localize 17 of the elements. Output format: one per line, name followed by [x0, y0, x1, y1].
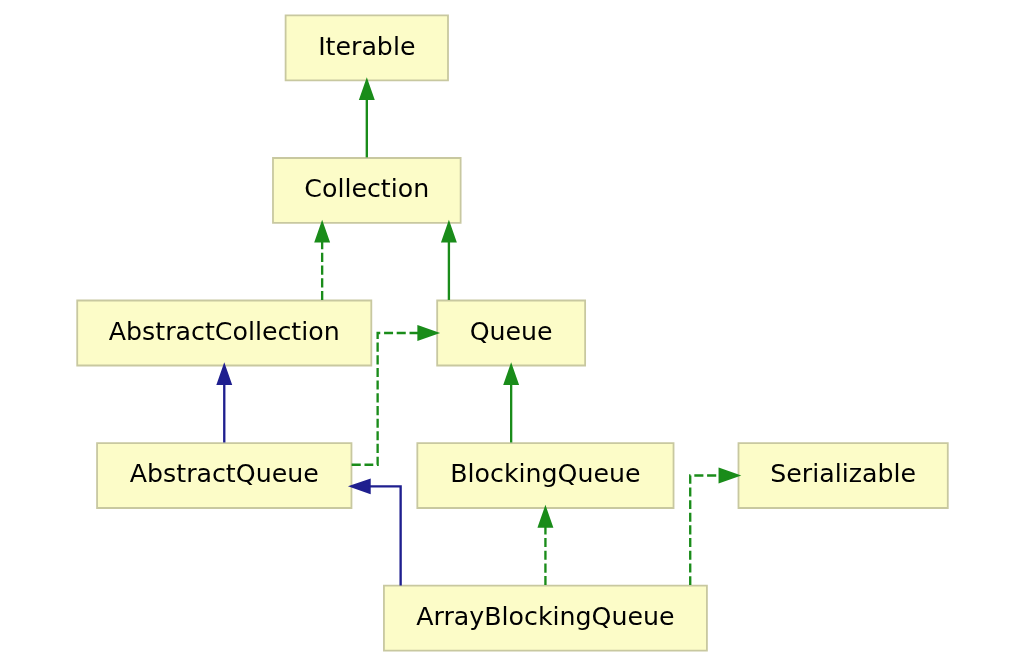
arrow: [536, 504, 553, 585]
node-box: Queue: [435, 299, 586, 367]
arrow: [358, 77, 375, 158]
arrow: [351, 325, 440, 466]
node-box: ArrayBlockingQueue: [382, 584, 708, 652]
node-box: BlockingQueue: [415, 442, 674, 509]
node-box: Iterable: [284, 14, 449, 82]
arrow: [440, 219, 457, 300]
node-box: AbstractCollection: [75, 299, 372, 367]
node-box: Collection: [271, 157, 462, 224]
node-box: Serializable: [737, 442, 949, 509]
node-box: AbstractQueue: [95, 442, 352, 509]
arrow: [215, 362, 232, 443]
arrow: [688, 467, 741, 585]
arrow: [313, 219, 330, 300]
arrow: [502, 362, 519, 443]
arrow: [347, 478, 402, 586]
